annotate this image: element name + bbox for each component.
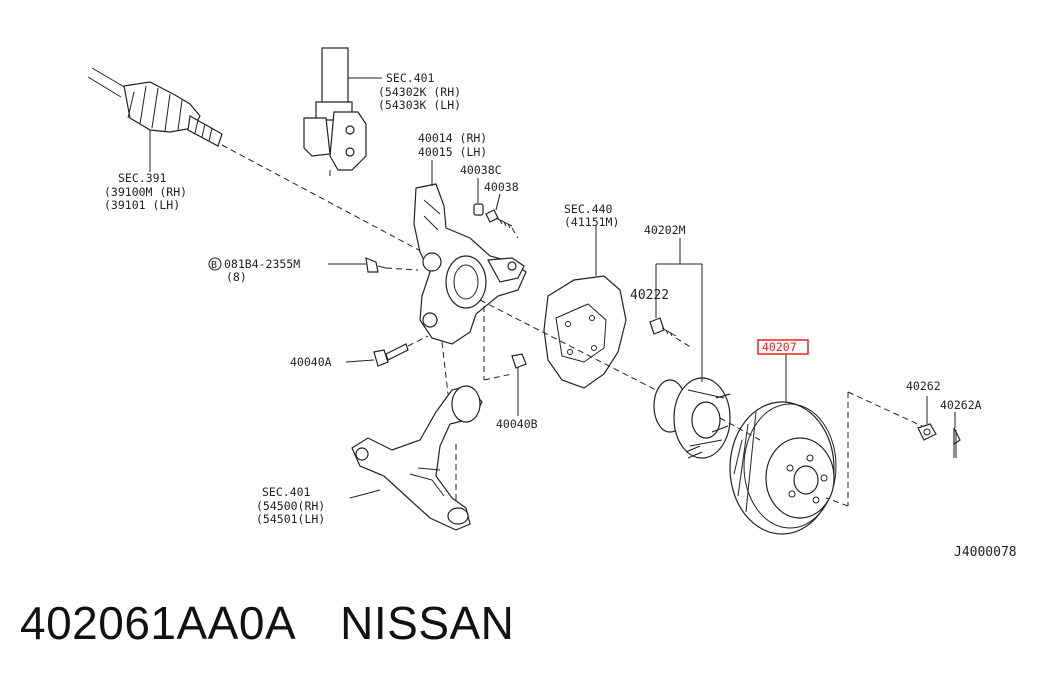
brand-name: NISSAN xyxy=(340,597,515,649)
axle-nut-cotter xyxy=(825,391,961,507)
label-bolt-qty: (8) xyxy=(226,270,247,284)
hub-bolt xyxy=(649,317,693,349)
label-sec391: SEC.391 xyxy=(118,171,167,185)
label-sec401-top-lh: (54303K (LH) xyxy=(378,98,461,112)
label-sec401-bottom-lh: (54501(LH) xyxy=(256,512,325,526)
label-40202m: 40202M xyxy=(644,223,686,237)
label-sec391-lh: (39101 (LH) xyxy=(104,198,180,212)
hub-bearing xyxy=(653,238,731,459)
splash-guard xyxy=(479,226,661,393)
label-40038c: 40038C xyxy=(460,163,502,177)
diagram-code: J4000078 xyxy=(954,545,1017,560)
label-40038: 40038 xyxy=(484,180,519,194)
nut-40040b xyxy=(483,306,527,416)
bolt-circled-letter: B xyxy=(211,260,217,271)
brake-rotor xyxy=(719,354,837,535)
lower-control-arm xyxy=(349,341,483,531)
part-footer: 402061AA0A NISSAN xyxy=(20,596,514,650)
label-sec401-top: SEC.401 xyxy=(386,71,435,85)
label-sec391-rh: (39100M (RH) xyxy=(104,185,187,199)
label-40222: 40222 xyxy=(630,288,669,303)
label-40262a: 40262A xyxy=(940,398,982,412)
fasteners-knuckle xyxy=(328,178,519,367)
label-40040a: 40040A xyxy=(290,355,332,369)
label-sec440-sub: (41151M) xyxy=(564,215,619,229)
label-40015: 40015 (LH) xyxy=(418,145,487,159)
label-bolt-code: 081B4-2355M xyxy=(224,257,300,271)
label-40040b: 40040B xyxy=(496,417,538,431)
highlight-box-40207 xyxy=(757,339,809,355)
strut-assembly xyxy=(303,47,382,180)
bolt-callout: B 081B4-2355M (8) xyxy=(208,257,300,284)
label-sec401-bottom: SEC.401 xyxy=(262,485,311,499)
part-number: 402061AA0A xyxy=(20,597,297,649)
steering-knuckle xyxy=(413,160,527,345)
label-sec401-top-rh: (54302K (RH) xyxy=(378,85,461,99)
label-40014: 40014 (RH) xyxy=(418,131,487,145)
label-sec401-bottom-rh: (54500(RH) xyxy=(256,499,325,513)
label-40262: 40262 xyxy=(906,379,941,393)
label-40207: 40207 xyxy=(762,340,797,354)
label-sec440: SEC.440 xyxy=(564,202,613,216)
drive-shaft xyxy=(87,67,431,257)
